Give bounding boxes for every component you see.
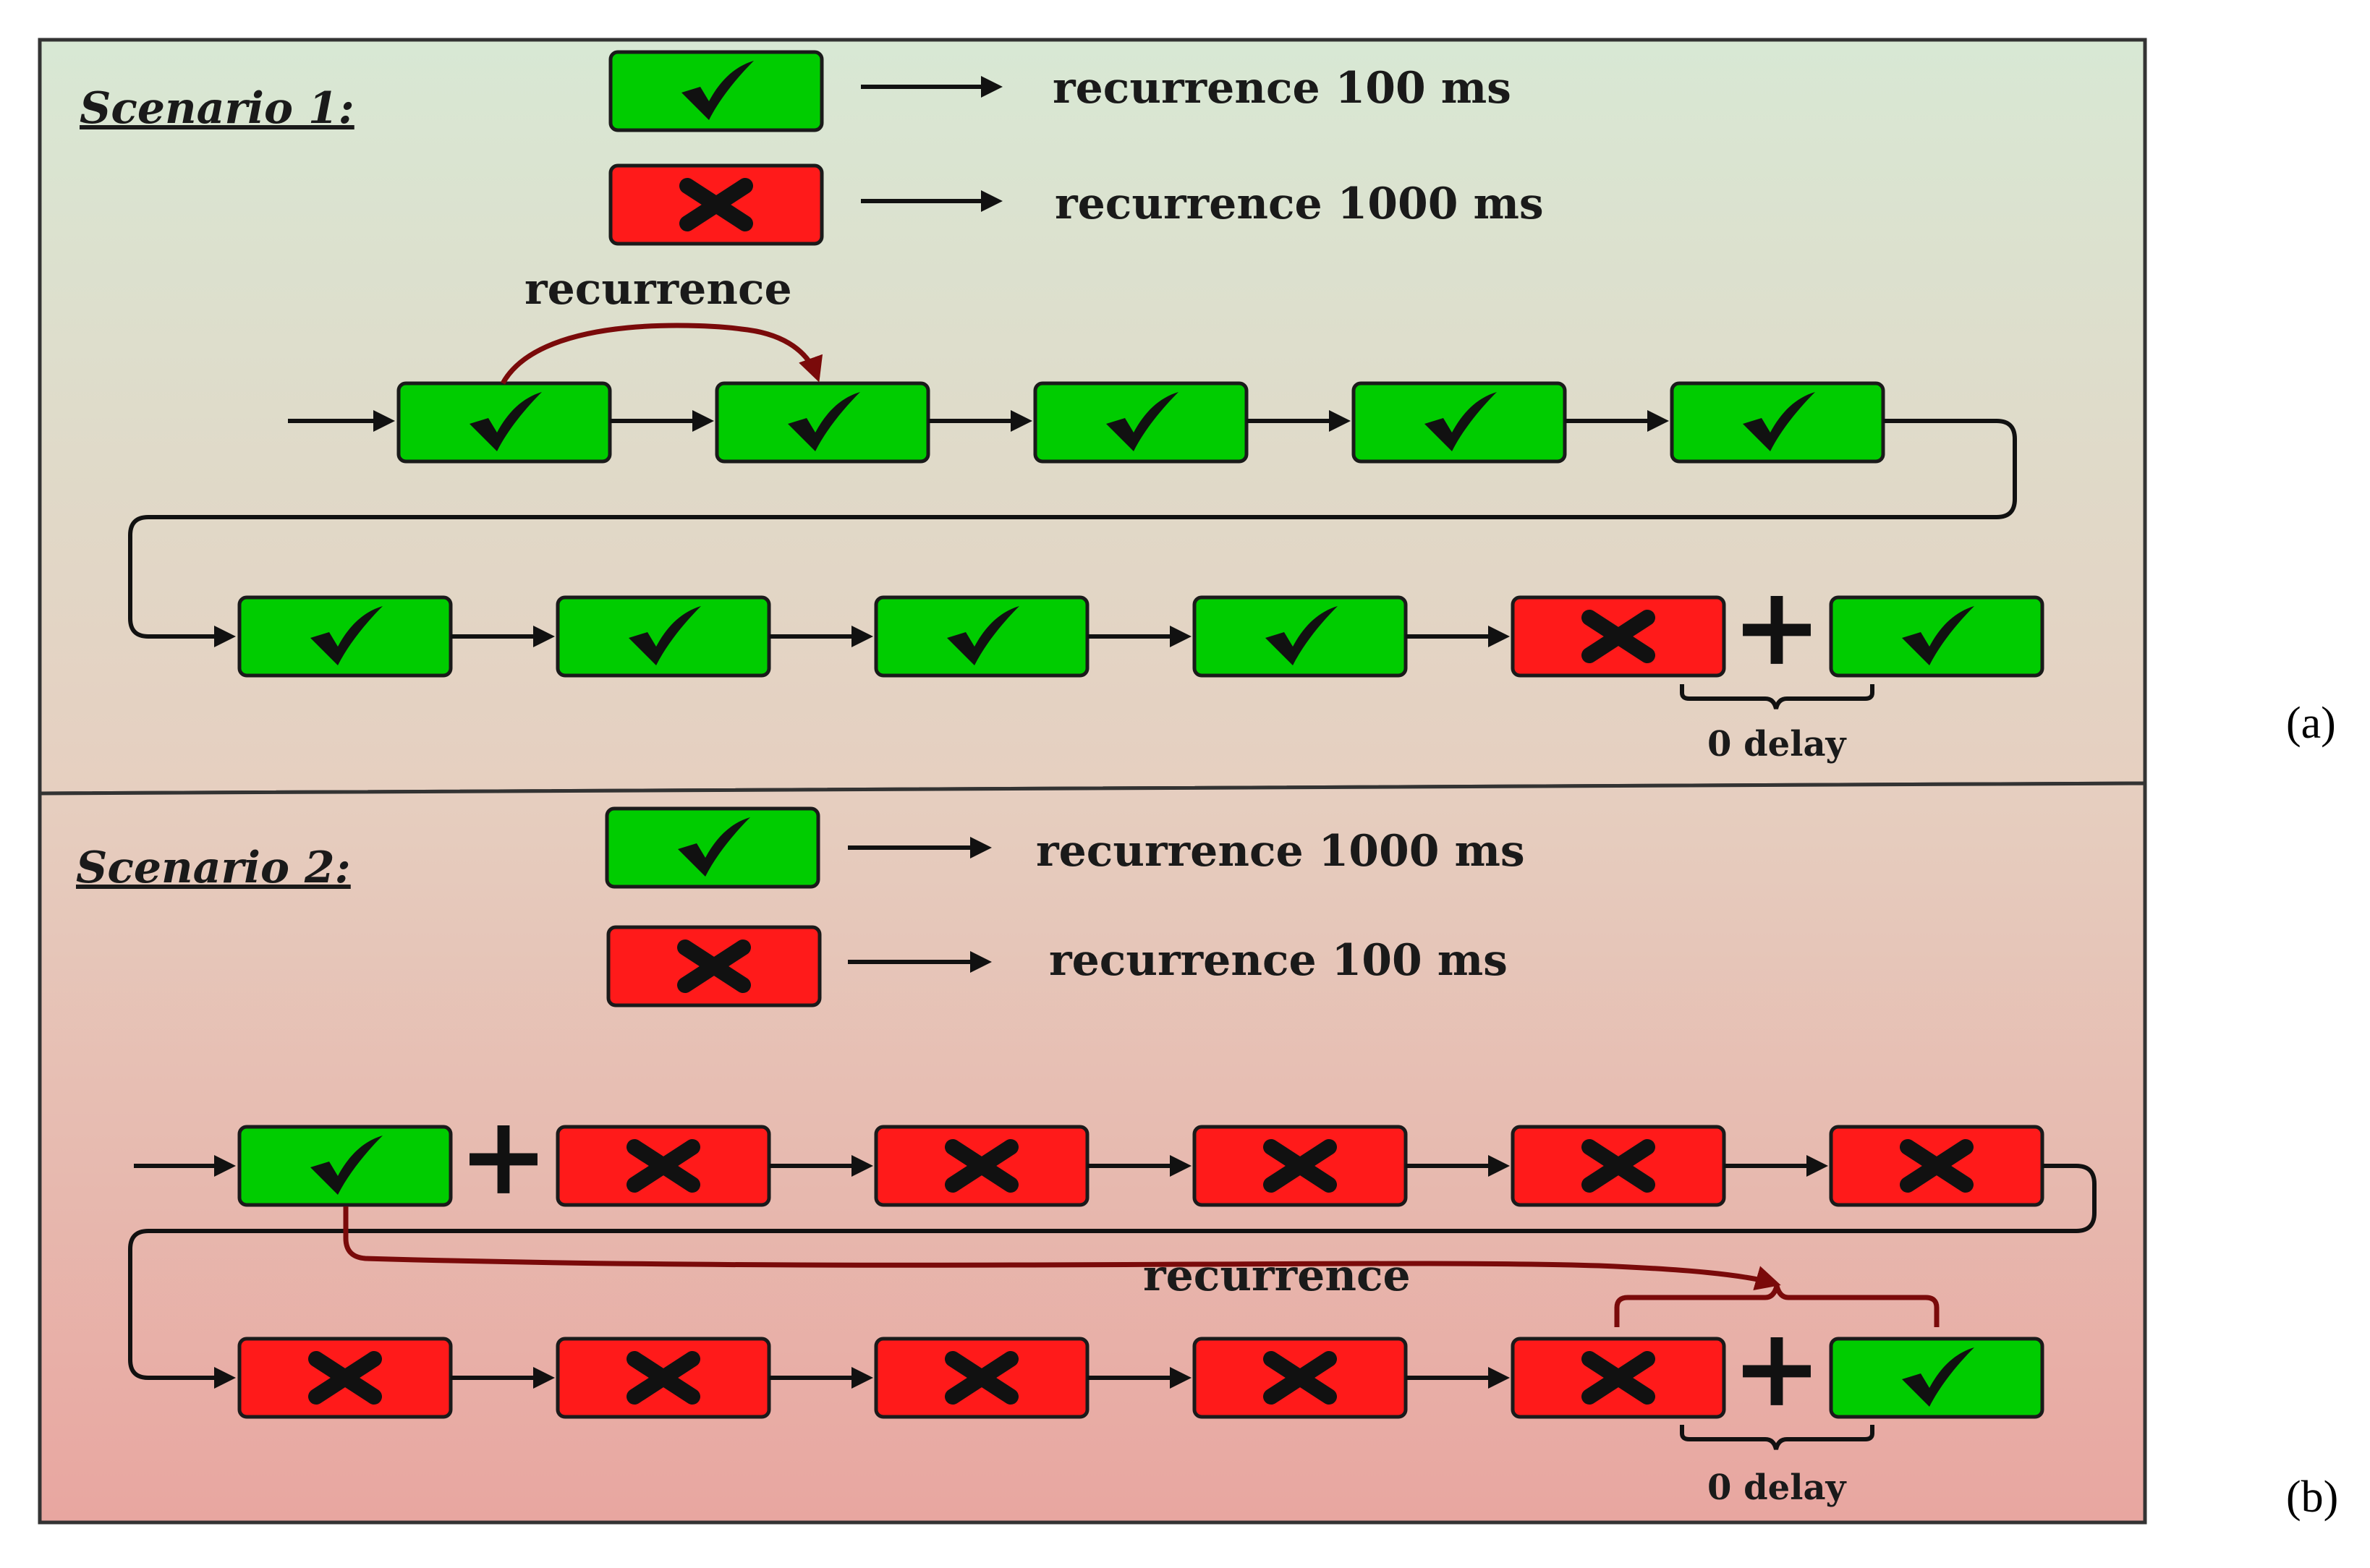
scenario-1-row2-box xyxy=(1829,595,2044,678)
scenario-2-plus-leading-sign: + xyxy=(458,1092,549,1219)
scenario-1-title: Scenario 1: xyxy=(80,83,354,134)
status-boxes xyxy=(237,50,2044,1419)
checkmark-icon xyxy=(470,392,542,451)
scenario-2-delay-label: 0 delay xyxy=(1707,1467,1848,1508)
scenario-1-legend-success-box xyxy=(608,50,824,132)
scenario-2-recurrence-label: recurrence xyxy=(1143,1250,1411,1301)
scenario-1-legend-failure-label: recurrence 1000 ms xyxy=(1055,179,1544,229)
scenario-1-row2-box xyxy=(556,595,771,678)
cross-icon xyxy=(945,1351,1019,1405)
scenario-2-row2-box xyxy=(1511,1337,1726,1419)
checkmark-icon xyxy=(629,606,701,665)
checkmark-icon xyxy=(788,392,860,451)
scenario-1-row1-box xyxy=(1670,381,1885,464)
scenario-2-row1-box xyxy=(556,1125,771,1207)
cross-icon xyxy=(679,178,753,231)
checkmark-icon xyxy=(678,817,750,877)
scenario-1-row1-box xyxy=(1033,381,1249,464)
scenario-2-legend-failure-box xyxy=(606,925,822,1007)
scenario-1-row1-box xyxy=(715,381,930,464)
scenario-2-legend-success-box xyxy=(605,806,820,889)
checkmark-icon xyxy=(1902,606,1974,665)
scenario-1-plus-sign: + xyxy=(1731,563,1822,690)
cross-icon xyxy=(1581,1351,1655,1405)
scenario-2-wrap-connector xyxy=(128,1164,2097,1389)
scenario-2-title: Scenario 2: xyxy=(76,843,351,893)
scenario-2-row1-box xyxy=(874,1125,1090,1207)
cross-icon xyxy=(1581,1139,1655,1193)
scenario-2-legend-success-label: recurrence 1000 ms xyxy=(1036,826,1525,877)
scenario-2-row2-box xyxy=(1829,1337,2044,1419)
cross-icon xyxy=(627,1351,700,1405)
scenario-1-row2-box xyxy=(237,595,453,678)
scenario-1-delay-brace xyxy=(1680,684,1874,710)
scenario-2-row1-box xyxy=(1192,1125,1408,1207)
cross-icon xyxy=(1581,610,1655,663)
scenario-1-row2-box xyxy=(1511,595,1726,678)
panel-a-mark: (a) xyxy=(2286,699,2336,748)
scenario-2-delay-brace xyxy=(1680,1425,1874,1450)
checkmark-icon xyxy=(1743,392,1815,451)
cross-icon xyxy=(945,1139,1019,1193)
scenario-2-legend-failure-label: recurrence 100 ms xyxy=(1049,935,1508,986)
scenario-2-row1-box xyxy=(1829,1125,2044,1207)
scenario-2-row2-box xyxy=(237,1337,453,1419)
scenario-1-row2-box xyxy=(874,595,1090,678)
scenario-2-row2-box xyxy=(874,1337,1090,1419)
checkmark-icon xyxy=(1902,1347,1974,1407)
scenario-1-legend-failure-box xyxy=(608,163,824,246)
checkmark-icon xyxy=(1265,606,1338,665)
checkmark-icon xyxy=(681,61,754,120)
scenario-1-row2-box xyxy=(1192,595,1408,678)
scenario-1-row1-box xyxy=(396,381,612,464)
cross-icon xyxy=(1263,1351,1337,1405)
scenario-1-wrap-connector xyxy=(128,419,2017,647)
scenario-2-row1-box xyxy=(237,1125,453,1207)
scenario-2-row1-box xyxy=(1511,1125,1726,1207)
cross-icon xyxy=(1263,1139,1337,1193)
scenario-1-delay-label: 0 delay xyxy=(1707,724,1848,764)
scenario-1-recurrence-arrow xyxy=(500,323,823,385)
scenario-1-legend-success-label: recurrence 100 ms xyxy=(1053,63,1511,114)
scenario-2-recurrence-brace xyxy=(1614,1285,1940,1327)
checkmark-icon xyxy=(1424,392,1497,451)
checkmark-icon xyxy=(310,606,383,665)
scenario-1-recurrence-label: recurrence xyxy=(524,264,792,315)
checkmark-icon xyxy=(1106,392,1178,451)
cross-icon xyxy=(308,1351,382,1405)
cross-icon xyxy=(677,939,751,993)
scenario-1-row1-box xyxy=(1351,381,1567,464)
scenario-2-row2-box xyxy=(1192,1337,1408,1419)
cross-icon xyxy=(1900,1139,1974,1193)
checkmark-icon xyxy=(310,1135,383,1195)
cross-icon xyxy=(627,1139,700,1193)
scenario-2-plus-trailing-sign: + xyxy=(1731,1304,1822,1431)
checkmark-icon xyxy=(947,606,1019,665)
scenario-2-row2-box xyxy=(556,1337,771,1419)
panel-b-mark: (b) xyxy=(2286,1473,2338,1522)
scenario-2-recurrence-arrow xyxy=(343,1206,1781,1291)
